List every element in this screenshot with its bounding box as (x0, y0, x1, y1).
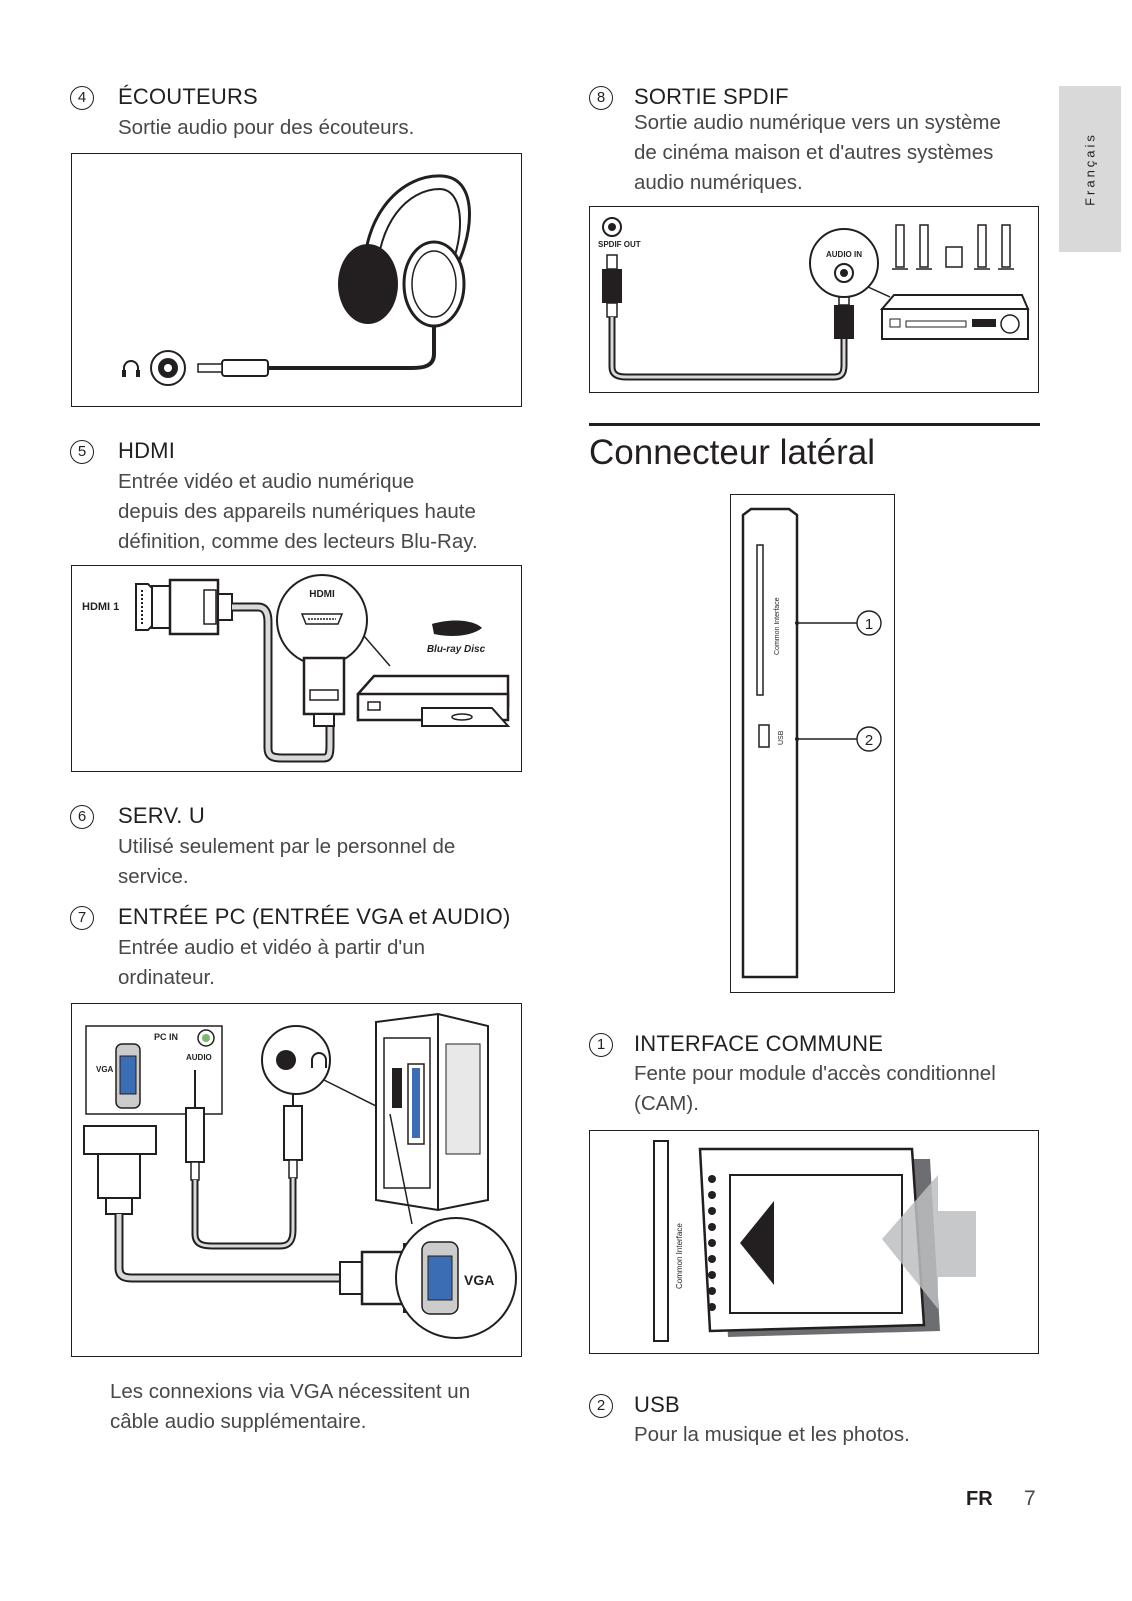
section-number: 8 (589, 86, 613, 110)
vga-note: Les connexions via VGA nécessitent un câ… (110, 1380, 471, 1433)
side-connector-heading: Connecteur latéral (589, 433, 875, 472)
section-number: 5 (70, 440, 94, 464)
section-title-serv: SERV. U (118, 803, 206, 828)
page-number: 7 (1024, 1487, 1036, 1510)
section-desc-hdmi: Entrée vidéo et audio numérique depuis d… (118, 470, 478, 553)
figure-hdmi: HDMI 1 HDMI Blu-ray Disc (71, 565, 522, 772)
figure-side-connector: Common Interface USB 1 2 (730, 494, 895, 993)
svg-text:VGA: VGA (96, 1065, 114, 1074)
hdmi-device-label: HDMI (309, 589, 335, 600)
section-title-common-interface: INTERFACE COMMUNE (634, 1031, 884, 1056)
section-title-spdif: SORTIE SPDIF (634, 84, 789, 109)
figure-headphones (71, 153, 522, 407)
language-label: Français (1082, 132, 1098, 206)
section-number: 7 (70, 906, 94, 930)
svg-text:PC IN: PC IN (154, 1032, 178, 1042)
hdmi-port-label: HDMI 1 (82, 601, 119, 613)
section-number: 6 (70, 805, 94, 829)
section-number: 2 (589, 1394, 613, 1418)
section-desc-pc-in: Entrée audio et vidéo à partir d'un ordi… (118, 936, 426, 989)
cam-ci-label: Common Interface (675, 1223, 684, 1289)
section-desc-serv: Utilisé seulement par le personnel de se… (118, 835, 456, 888)
footer-language-code: FR (966, 1488, 993, 1510)
bluray-logo-text: Blu-ray Disc (427, 644, 486, 655)
section-number: 4 (70, 86, 94, 110)
figure-cam: Common Interface (589, 1130, 1039, 1354)
figure-spdif: SPDIF OUT AUDIO IN (589, 206, 1039, 393)
section-rule (589, 423, 1040, 426)
side-ci-label: Common Interface (774, 597, 781, 655)
callout-2: 2 (865, 732, 873, 749)
section-title-hdmi: HDMI (118, 438, 176, 463)
section-desc-common-interface: Fente pour module d'accès conditionnel (… (634, 1062, 996, 1115)
side-usb-label: USB (778, 730, 785, 745)
svg-text:AUDIO: AUDIO (186, 1053, 212, 1062)
section-title-headphones: ÉCOUTEURS (118, 84, 258, 109)
callout-1: 1 (865, 616, 873, 633)
vga-callout-label: VGA (464, 1272, 494, 1288)
language-tab: Français (1059, 86, 1121, 252)
audio-in-label: AUDIO IN (826, 250, 862, 259)
section-title-pc-in: ENTRÉE PC (ENTRÉE VGA et AUDIO) (118, 904, 511, 929)
section-desc-headphones: Sortie audio pour des écouteurs. (118, 116, 415, 139)
section-number: 1 (589, 1033, 613, 1057)
figure-pc-in: PC IN VGA AUDIO (71, 1003, 522, 1357)
section-title-usb: USB (634, 1392, 680, 1417)
spdif-out-label: SPDIF OUT (598, 240, 641, 249)
section-desc-usb: Pour la musique et les photos. (634, 1423, 910, 1446)
section-desc-spdif: Sortie audio numérique vers un système d… (634, 111, 1001, 194)
